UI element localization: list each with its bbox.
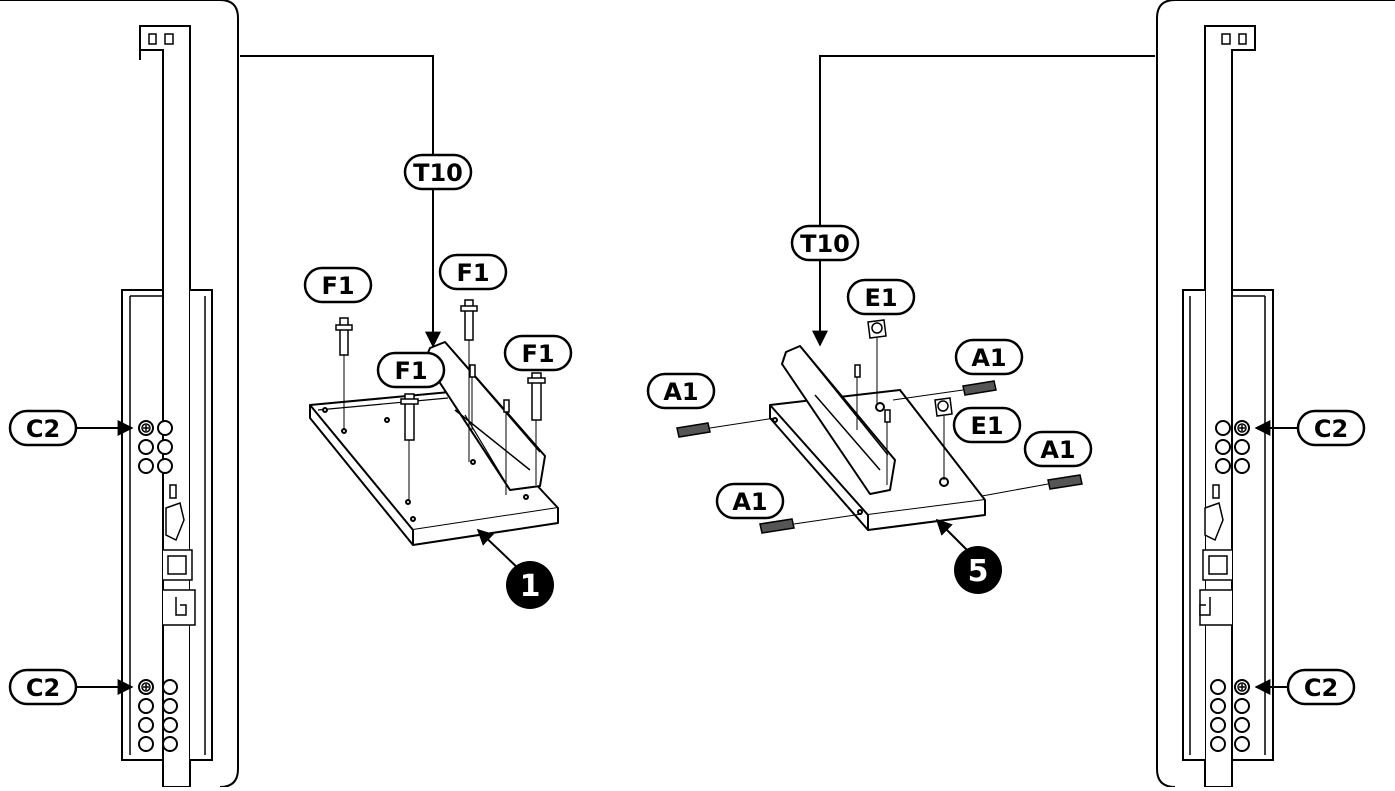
t10-left-bubble: [403, 153, 473, 191]
c2-left-bottom-label: C2: [26, 674, 60, 702]
c2-left-top-label: C2: [26, 415, 60, 443]
small-screw-right: [854, 364, 861, 430]
e1-top-label: E1: [864, 284, 897, 312]
c2-left-bottom-bubble: [8, 668, 78, 706]
right-side-panel: [1182, 25, 1274, 788]
e1-cam-side: [934, 397, 953, 480]
left-hole-rows: [138, 420, 178, 752]
a1-upper-right-label: A1: [971, 344, 1006, 372]
f1-b-bubble: [438, 253, 508, 291]
e1-side-label: E1: [970, 412, 1003, 440]
a1-bolts: [676, 380, 1083, 534]
left-detail-frame: [0, 0, 239, 788]
step-1-leader: [476, 528, 521, 571]
a1-lower-right-bubble: [1023, 430, 1093, 468]
f1-d-bubble: [503, 334, 573, 372]
step-1-number: 1: [520, 569, 541, 604]
t10-left-label: T10: [413, 159, 463, 187]
right-screw-heads: [1237, 423, 1247, 692]
a1-lower-left-bubble: [715, 482, 785, 520]
a1-lower-left-label: A1: [732, 488, 767, 516]
f1-dowel-a: [335, 317, 353, 428]
step-badge-5: 5: [954, 546, 1002, 594]
c2-right-top-label: C2: [1314, 415, 1348, 443]
right-panel-assembly: [769, 345, 986, 531]
c2-right-bottom-bubble: [1286, 668, 1356, 706]
f1-c-bubble: [376, 351, 446, 389]
a1-bolt-upper-right: [892, 380, 997, 401]
a1-lower-right-label: A1: [1040, 436, 1075, 464]
small-screw-left: [469, 364, 476, 430]
f1-c-label: F1: [394, 357, 427, 385]
step-badge-1: 1: [506, 561, 554, 609]
e1-cams: [854, 319, 953, 485]
small-screw-left-2: [503, 399, 510, 495]
c2-right-bottom-label: C2: [1304, 674, 1338, 702]
f1-dowel-d: [527, 372, 546, 485]
right-detail-frame: [1156, 0, 1395, 788]
t10-right-label: T10: [800, 230, 850, 258]
e1-top-bubble: [846, 278, 916, 316]
f1-a-bubble: [303, 266, 373, 304]
small-screw-right-2: [884, 409, 891, 485]
f1-dowel-c: [400, 393, 419, 500]
f1-b-label: F1: [456, 259, 489, 287]
e1-side-bubble: [952, 406, 1022, 444]
f1-a-label: F1: [321, 272, 354, 300]
left-side-panel: [121, 25, 213, 788]
e1-cam-top: [867, 319, 887, 405]
t10-leaders: [240, 55, 1155, 348]
a1-upper-left-bubble: [646, 372, 716, 410]
label-bubbles: [8, 153, 1366, 706]
a1-bolt-lower-left: [759, 513, 863, 534]
left-panel-assembly: [309, 341, 559, 546]
c2-right-top-bubble: [1296, 409, 1366, 447]
a1-bolt-upper-left: [676, 417, 776, 438]
c2-leaders: [76, 420, 1300, 695]
left-screw-heads: [141, 423, 151, 692]
c2-left-top-bubble: [8, 409, 78, 447]
a1-bolt-lower-right: [981, 474, 1083, 497]
a1-upper-left-label: A1: [663, 378, 698, 406]
right-hole-rows: [1210, 420, 1250, 752]
f1-dowels: [335, 299, 546, 500]
label-texts: T10 T10 F1 F1 F1 F1 E1 E1 A1 A1 A1 A1 C2…: [26, 159, 1348, 702]
t10-right-bubble: [790, 224, 860, 262]
a1-upper-right-bubble: [954, 338, 1024, 376]
step-5-number: 5: [968, 554, 989, 589]
f1-d-label: F1: [521, 340, 554, 368]
f1-dowel-b: [460, 299, 478, 462]
